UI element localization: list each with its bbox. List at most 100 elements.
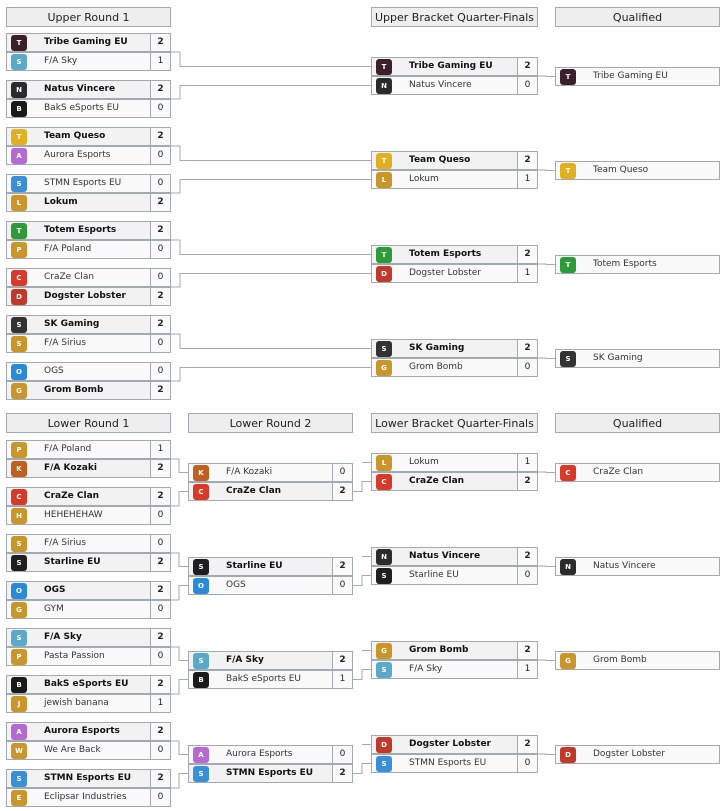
team-name[interactable]: Tribe Gaming EU	[44, 37, 128, 47]
team-name[interactable]: F/A Kozaki	[226, 467, 273, 477]
team-name[interactable]: CraZe Clan	[44, 491, 100, 501]
team-name[interactable]: Natus Vincere	[593, 561, 656, 571]
team-name[interactable]: GYM	[44, 604, 64, 614]
team-name[interactable]: Aurora Esports	[44, 726, 120, 736]
team-name[interactable]: CraZe Clan	[409, 476, 465, 486]
team-name[interactable]: F/A Sky	[44, 56, 78, 66]
team-name[interactable]: jewish banana	[44, 698, 109, 708]
team-name[interactable]: Tribe Gaming EU	[593, 71, 668, 81]
team-name[interactable]: Lokum	[44, 197, 78, 207]
team-name[interactable]: OGS	[44, 585, 66, 595]
team-name[interactable]: Natus Vincere	[409, 80, 472, 90]
team-name[interactable]: Dogster Lobster	[409, 739, 491, 749]
team-name[interactable]: Aurora Esports	[226, 749, 293, 759]
team-name[interactable]: Dogster Lobster	[593, 749, 665, 759]
team-name[interactable]: STMN Esports EU	[226, 768, 314, 778]
team-name[interactable]: F/A Sirius	[44, 538, 87, 548]
team-name[interactable]: F/A Sky	[226, 655, 264, 665]
team-name[interactable]: Starline EU	[409, 570, 459, 580]
team-name[interactable]: STMN Esports EU	[44, 773, 132, 783]
team-name[interactable]: Starline EU	[44, 557, 101, 567]
team-name[interactable]: Dogster Lobster	[409, 268, 481, 278]
team-name[interactable]: Team Queso	[44, 131, 106, 141]
team-name[interactable]: F/A Sky	[409, 664, 443, 674]
team-name[interactable]: OGS	[44, 366, 64, 376]
team-name[interactable]: Team Queso	[409, 155, 471, 165]
team-name[interactable]: We Are Back	[44, 745, 101, 755]
team-name[interactable]: Tribe Gaming EU	[409, 61, 493, 71]
team-name[interactable]: SK Gaming	[409, 343, 465, 353]
team-name[interactable]: BakS eSports EU	[44, 679, 129, 689]
team-name[interactable]: Team Queso	[593, 165, 649, 175]
team-name[interactable]: CraZe Clan	[593, 467, 644, 477]
team-name[interactable]: HEHEHEHAW	[44, 510, 103, 520]
team-name[interactable]: BakS eSports EU	[226, 674, 301, 684]
team-name[interactable]: SK Gaming	[593, 353, 643, 363]
team-name[interactable]: Totem Esports	[44, 225, 117, 235]
team-name[interactable]: Grom Bomb	[409, 362, 463, 372]
team-name[interactable]: STMN Esports EU	[409, 758, 487, 768]
team-name[interactable]: F/A Poland	[44, 444, 92, 454]
team-name[interactable]: Grom Bomb	[593, 655, 647, 665]
team-name[interactable]: Totem Esports	[409, 249, 482, 259]
team-name[interactable]: Eclipsar Industries	[44, 792, 127, 802]
team-name[interactable]: OGS	[226, 580, 246, 590]
team-name[interactable]: CraZe Clan	[226, 486, 282, 496]
team-name[interactable]: Starline EU	[226, 561, 283, 571]
team-name[interactable]: Totem Esports	[593, 259, 657, 269]
team-name[interactable]: Lokum	[409, 174, 439, 184]
team-name[interactable]: STMN Esports EU	[44, 178, 122, 188]
team-name[interactable]: F/A Sky	[44, 632, 82, 642]
team-name[interactable]: Natus Vincere	[44, 84, 116, 94]
